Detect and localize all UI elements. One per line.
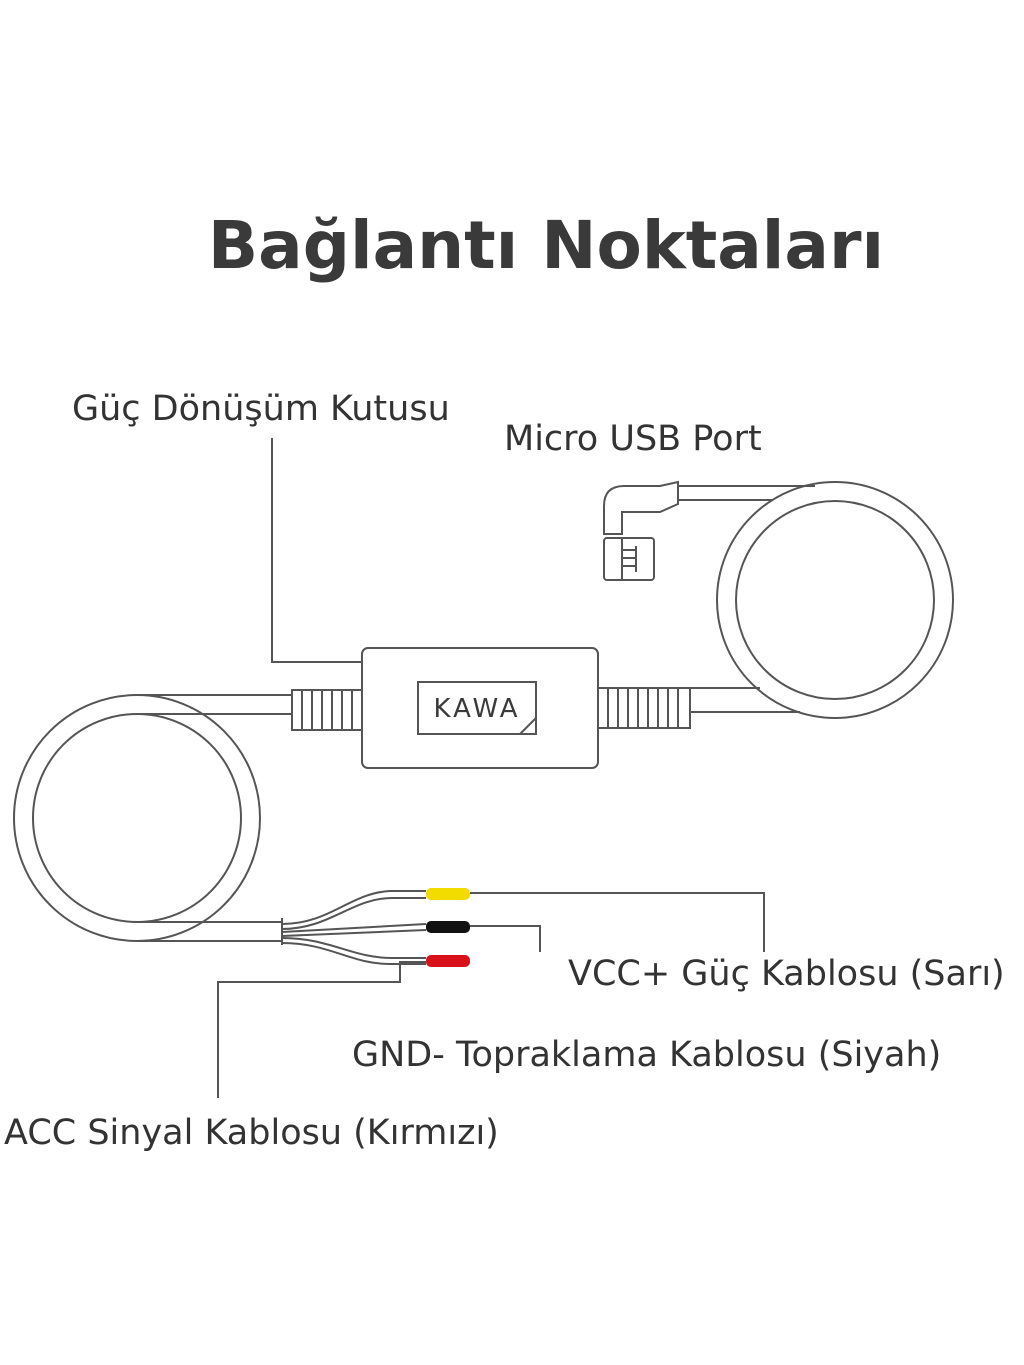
converter-box: KAWA [361, 647, 599, 769]
split-wires [281, 890, 427, 965]
red-wire-tip [426, 955, 470, 967]
acc-leader [217, 961, 426, 1098]
yellow-wire-tip [426, 888, 470, 900]
usb-cable [678, 481, 954, 719]
converter-box-leader [271, 438, 362, 663]
power-cable [13, 694, 292, 945]
label-vcc: VCC+ Güç Kablosu (Sarı) [568, 954, 1005, 994]
label-converter-box: Güç Dönüşüm Kutusu [72, 389, 450, 429]
label-acc: ACC Sinyal Kablosu (Kırmızı) [4, 1113, 499, 1153]
label-micro-usb: Micro USB Port [504, 419, 762, 459]
micro-usb-plug-icon [603, 480, 679, 581]
page-title: Bağlantı Noktaları [208, 207, 884, 284]
right-strain-relief [597, 687, 691, 729]
vcc-leader [470, 892, 765, 952]
black-wire-tip [426, 921, 470, 933]
label-gnd: GND- Topraklama Kablosu (Siyah) [352, 1035, 941, 1075]
left-strain-relief [291, 689, 363, 731]
brand-logo: KAWA [433, 694, 520, 724]
gnd-leader [470, 925, 541, 952]
